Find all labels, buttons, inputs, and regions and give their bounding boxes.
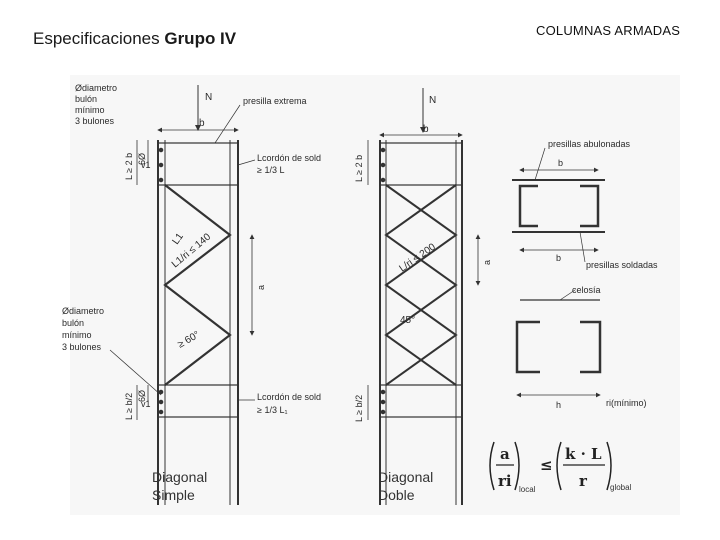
slenderness-formula <box>489 441 612 491</box>
dim-bottom-small: 6Ø <box>137 390 147 402</box>
dim-bottom-left-double: L ≥ b/2 <box>354 395 364 422</box>
dim-bottom-left: L ≥ b/2 <box>124 393 134 420</box>
width-b-label: b <box>199 118 205 129</box>
bottom-batten-plate <box>157 384 239 418</box>
caption-simple-line2: Simple <box>152 487 195 503</box>
weld-bottom-line1: Lcordón de sold <box>257 392 321 402</box>
ri-minimum-label: ri(mínimo) <box>606 398 647 408</box>
spacing-a-double: a <box>482 260 492 265</box>
diameter-note-line2: bulón <box>75 94 97 104</box>
bottom-batten-plate-double <box>379 384 463 418</box>
lattice-label: celosía <box>572 285 601 295</box>
formula-ri: ri <box>498 472 512 490</box>
dim-top-left: L ≥ 2 b <box>124 153 134 180</box>
weld-bottom-line2: ≥ 1/3 L₁ <box>257 405 288 415</box>
drawing-background <box>70 75 680 515</box>
lattice-section <box>515 289 602 398</box>
title-prefix: Especificaciones <box>33 29 165 48</box>
v1-bottom: v1 <box>141 399 151 409</box>
diameter-note-line4: 3 bulones <box>75 116 115 126</box>
weld-top-line1: Lcordón de sold <box>257 153 321 163</box>
dim-top-small: 6Ø <box>137 153 147 165</box>
dim-top-left-double: L ≥ 2 b <box>354 155 364 182</box>
top-batten-plate <box>157 142 239 186</box>
formula-kl: k · L <box>565 445 602 463</box>
angle-45: 45° <box>400 315 415 326</box>
section-top-b: b <box>558 158 563 168</box>
single-lacing <box>163 184 232 386</box>
simple-column <box>109 85 256 505</box>
diameter-note2-line3: mínimo <box>62 330 92 340</box>
diameter-note2-line4: 3 bulones <box>62 342 102 352</box>
v1-top: v1 <box>141 160 151 170</box>
page-title: Especificaciones Grupo IV <box>33 29 236 49</box>
force-label-double: N <box>429 95 436 106</box>
formula-local: local <box>519 485 536 494</box>
welded-battens-label: presillas soldadas <box>586 260 658 270</box>
title-group: Grupo IV <box>164 29 237 48</box>
batten-section <box>512 147 605 263</box>
section-h: h <box>556 400 561 410</box>
width-b-label-double: b <box>423 124 429 135</box>
section-title: COLUMNAS ARMADAS <box>536 23 681 38</box>
formula-relation: ≤ <box>540 456 553 474</box>
bolted-battens-label: presillas abulonadas <box>548 139 631 149</box>
caption-simple-line1: Diagonal <box>152 469 207 485</box>
end-plate-label: presilla extrema <box>243 96 307 106</box>
formula-a: a <box>500 445 510 463</box>
diameter-note-line1: Ødiametro <box>75 83 117 93</box>
spacing-a: a <box>256 285 266 290</box>
caption-double-line1: Diagonal <box>378 469 433 485</box>
formula-r: r <box>579 472 588 490</box>
diameter-note2-line1: Ødiametro <box>62 306 104 316</box>
force-label: N <box>205 92 212 103</box>
diameter-note-line3: mínimo <box>75 105 105 115</box>
formula-global: global <box>610 483 632 492</box>
diameter-note2-line2: bulón <box>62 318 84 328</box>
weld-top-line2: ≥ 1/3 L <box>257 165 284 175</box>
caption-double-line2: Doble <box>378 487 415 503</box>
section-bottom-b: b <box>556 253 561 263</box>
top-batten-plate-double <box>379 142 463 186</box>
double-lacing-2 <box>384 184 458 386</box>
double-column <box>367 88 481 505</box>
double-lacing-1 <box>384 184 458 386</box>
